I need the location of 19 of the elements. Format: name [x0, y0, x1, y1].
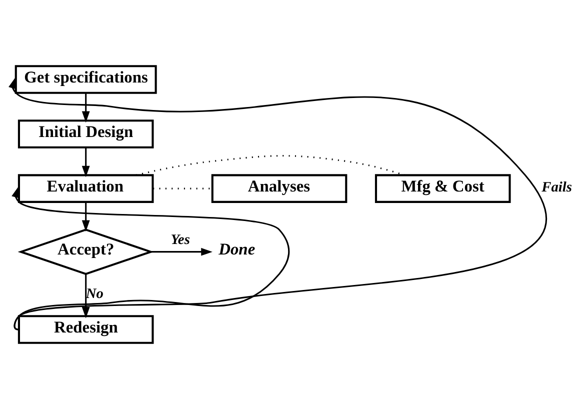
node-box: Mfg & Cost — [374, 174, 511, 203]
edge-label: Fails — [542, 179, 572, 196]
arrow — [8, 77, 546, 330]
edge-label: No — [86, 286, 104, 302]
arrow — [82, 202, 90, 232]
node-box: Get specifications — [14, 65, 157, 94]
node-diamond: Accept? — [18, 228, 154, 276]
node-text: Done — [218, 240, 256, 259]
connector — [136, 155, 405, 176]
arrow — [12, 186, 290, 330]
node-box: Analyses — [211, 174, 348, 203]
node-box: Redesign — [18, 315, 154, 344]
edge-label: Yes — [170, 232, 190, 248]
arrow — [150, 248, 212, 256]
arrow — [82, 92, 90, 123]
node-box: Initial Design — [18, 120, 154, 148]
node-box: Evaluation — [18, 174, 154, 203]
arrow — [82, 274, 90, 318]
arrow — [82, 148, 90, 178]
